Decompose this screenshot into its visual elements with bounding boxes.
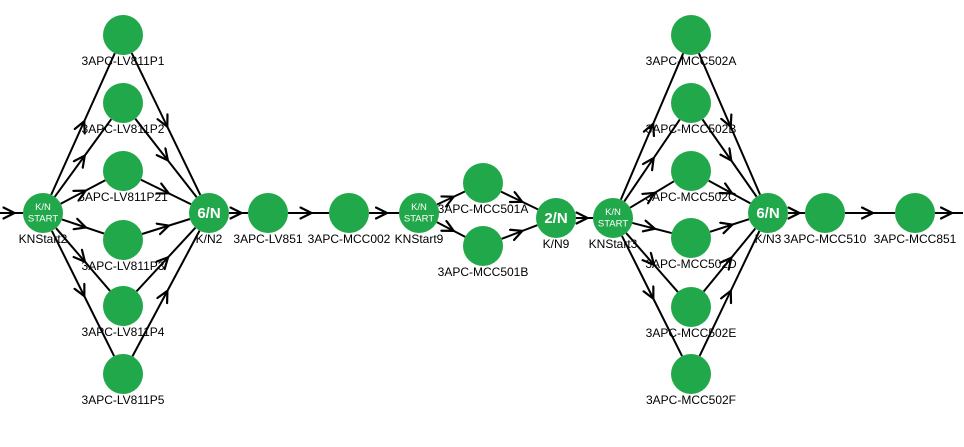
node-label-lv811p4: 3APC-LV811P4 [82, 325, 165, 339]
node-label-kn2: K/N2 [196, 232, 223, 246]
edge-knstart2-lv811p2 [53, 118, 113, 198]
node-mcc502d[interactable] [671, 218, 711, 258]
edge-knstart3-mcc502f [621, 235, 683, 357]
node-label-lv811p21: 3APC-LV811P21 [78, 190, 168, 204]
node-gate-text-kn2: 6/N [197, 205, 220, 222]
node-label-kn9: K/N9 [543, 237, 570, 251]
node-label-mcc502a: 3APC-MCC502A [646, 54, 737, 68]
node-label-mcc502c: 3APC-MCC502C [645, 190, 737, 204]
node-label-kn3: K/N3 [755, 232, 782, 246]
edge-mcc501a-kn9 [500, 190, 539, 211]
node-label-lv811p2: 3APC-LV811P2 [82, 122, 165, 136]
edge-mcc502c-kn3 [708, 179, 751, 205]
node-mcc502a[interactable] [671, 15, 711, 55]
edge-knstart9-mcc501b [436, 222, 466, 238]
edge-knstart3-mcc502a [619, 53, 685, 200]
node-label-knstart9: KNStart9 [395, 232, 444, 246]
node-start-text-knstart3-line1: K/N [605, 207, 621, 218]
node-start-text-knstart9-line2: START [404, 214, 434, 225]
edge-mcc502e-kn3 [702, 227, 757, 293]
edge-lv811p4-kn2 [135, 227, 197, 292]
node-lv811p1[interactable] [103, 15, 143, 55]
node-start-text-knstart3-line2: START [598, 219, 628, 230]
node-kn9[interactable] [536, 198, 576, 238]
node-mcc502c[interactable] [671, 151, 711, 191]
node-mcc501b[interactable] [463, 226, 503, 266]
node-kn2[interactable] [189, 193, 229, 233]
node-label-knstart3: KNStart3 [589, 237, 638, 251]
node-labels-layer: KNStart2 3APC-LV811P1 3APC-LV811P2 3APC-LV8… [19, 54, 957, 407]
node-lv811p4[interactable] [103, 286, 143, 326]
node-mcc502f[interactable] [671, 354, 711, 394]
edge-lv811p5-kn2 [131, 230, 201, 357]
node-knstart3[interactable] [593, 198, 633, 238]
node-knstart9[interactable] [399, 193, 439, 233]
node-lv811p2[interactable] [103, 83, 143, 123]
edge-knstart2-lv811p21 [60, 179, 106, 205]
node-lv811p3[interactable] [103, 220, 143, 260]
edge-knstart3-mcc502d [632, 223, 672, 235]
edge-knstart3-mcc502b [623, 118, 681, 203]
edge-knstart2-lv811p4 [55, 227, 111, 292]
edge-knstart2-lv811p1 [50, 52, 116, 196]
node-lv811p21[interactable] [103, 151, 143, 191]
node-label-mcc851: 3APC-MCC851 [874, 232, 957, 246]
node-mcc501a[interactable] [463, 163, 503, 203]
node-label-knstart2: KNStart2 [19, 232, 68, 246]
node-start-text-knstart9-line1: K/N [411, 202, 427, 213]
edge-mcc501b-kn9 [501, 224, 538, 239]
node-label-mcc510: 3APC-MCC510 [784, 232, 867, 246]
node-lv851[interactable] [248, 193, 288, 233]
node-label-mcc502f: 3APC-MCC502F [646, 393, 736, 407]
node-kn3[interactable] [748, 193, 788, 233]
edge-lv811p21-kn2 [140, 178, 192, 206]
node-label-mcc502d: 3APC-MCC502D [645, 257, 737, 271]
edge-mcc502d-kn3 [709, 218, 750, 232]
node-label-lv811p3: 3APC-LV811P3 [82, 259, 165, 273]
node-lv811p5[interactable] [103, 354, 143, 394]
edge-mcc502f-kn3 [698, 230, 761, 357]
edge-mcc502a-kn3 [698, 52, 761, 196]
node-mcc502e[interactable] [671, 287, 711, 327]
node-start-text-knstart2-line1: K/N [35, 202, 51, 213]
node-label-mcc502e: 3APC-MCC502E [646, 326, 737, 340]
node-mcc502b[interactable] [671, 83, 711, 123]
edge-lv811p2-kn2 [134, 118, 198, 198]
edge-lv811p1-kn2 [130, 52, 202, 196]
edge-knstart2-lv811p3 [61, 219, 105, 235]
node-label-mcc002: 3APC-MCC002 [308, 232, 391, 246]
node-label-lv811p1: 3APC-LV811P1 [82, 54, 165, 68]
edge-knstart3-mcc502c [629, 180, 675, 209]
edge-knstart9-mcc501a [436, 190, 466, 204]
node-label-mcc502b: 3APC-MCC502B [646, 122, 737, 136]
node-gate-text-kn3: 6/N [756, 205, 779, 222]
node-start-text-knstart2-line2: START [28, 214, 58, 225]
edge-knstart2-lv811p5 [51, 230, 115, 357]
node-mcc002[interactable] [329, 193, 369, 233]
edge-mcc502b-kn3 [701, 118, 758, 198]
node-label-lv811p5: 3APC-LV811P5 [82, 393, 165, 407]
edges-layer [0, 52, 963, 357]
edge-lv811p3-kn2 [141, 218, 191, 234]
node-label-mcc501a: 3APC-MCC501A [438, 202, 529, 216]
node-gate-text-kn9: 2/N [544, 210, 567, 227]
node-label-lv851: 3APC-LV851 [233, 232, 302, 246]
node-label-mcc501b: 3APC-MCC501B [438, 265, 529, 279]
node-mcc851[interactable] [895, 193, 935, 233]
node-mcc510[interactable] [805, 193, 845, 233]
node-knstart2[interactable] [23, 193, 63, 233]
edge-knstart3-mcc502e [625, 232, 679, 293]
